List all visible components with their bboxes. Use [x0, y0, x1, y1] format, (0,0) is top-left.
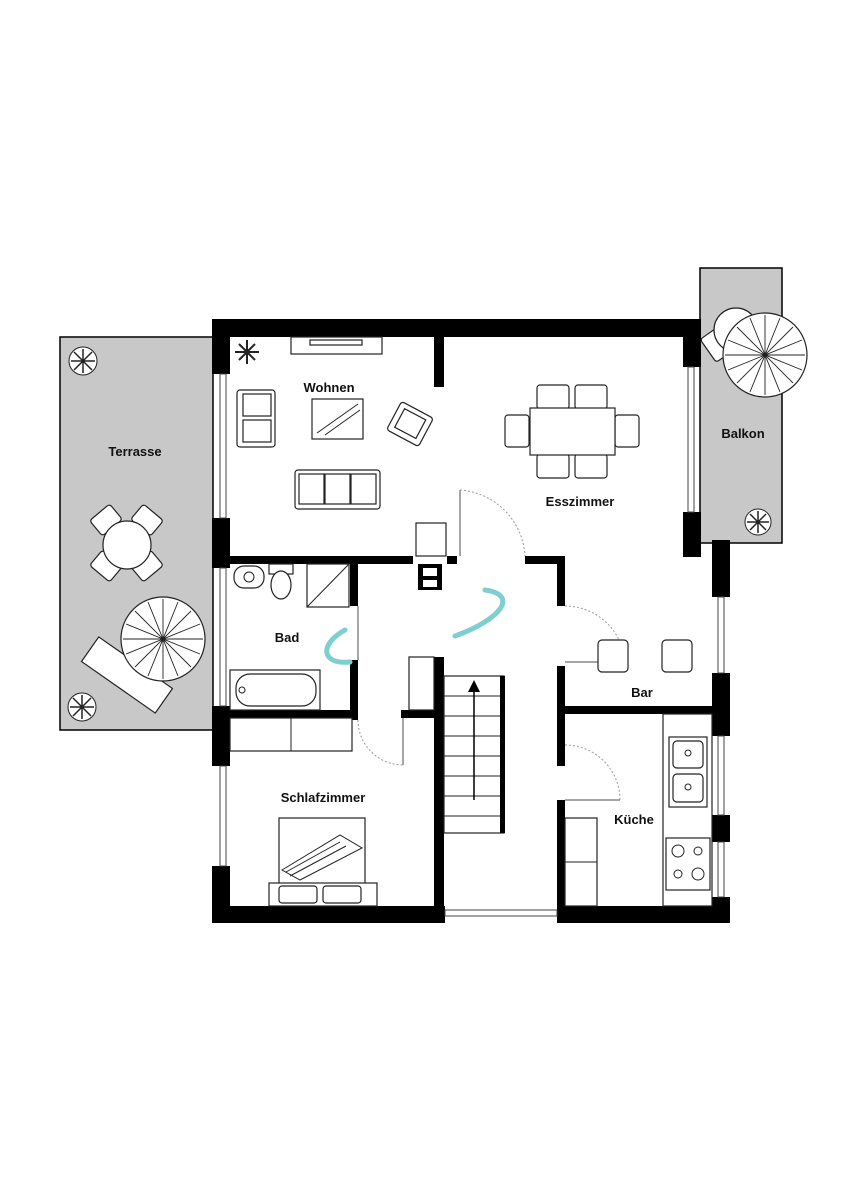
room-label-esszimmer: Esszimmer — [546, 494, 615, 509]
bath-furniture — [229, 563, 350, 711]
toilet-icon — [268, 563, 294, 600]
balcony-furniture — [700, 307, 808, 536]
kitchen-furniture — [564, 713, 713, 907]
plant-icon — [67, 692, 97, 722]
dining-furniture — [504, 384, 640, 479]
bed-icon — [268, 817, 378, 907]
room-label-schlafzimmer: Schlafzimmer — [281, 790, 366, 805]
room-label-wohnen: Wohnen — [303, 380, 354, 395]
sink-icon — [668, 736, 708, 808]
shower-icon — [306, 563, 350, 608]
sofa-icon — [236, 389, 276, 448]
bar-stool-icon — [597, 639, 693, 673]
stair-arrow-icon — [468, 680, 480, 692]
accent-swoosh — [324, 627, 353, 665]
bathtub-icon — [229, 669, 321, 711]
plant-icon — [744, 508, 772, 536]
chimney — [415, 522, 447, 590]
coffee-table — [311, 398, 364, 440]
living-furniture — [235, 336, 433, 510]
room-label-balkon: Balkon — [721, 426, 764, 441]
plant-icon — [235, 340, 259, 364]
room-label-bad: Bad — [275, 630, 300, 645]
windows — [219, 366, 725, 917]
accent-swoosh — [452, 587, 506, 639]
plant-icon — [68, 346, 98, 376]
table-icon — [529, 407, 616, 456]
sofa-icon — [294, 469, 381, 510]
room-label-terrasse: Terrasse — [108, 444, 161, 459]
stove-icon — [665, 837, 711, 891]
table-icon — [90, 504, 163, 582]
wardrobe — [229, 717, 353, 752]
umbrella-icon — [120, 596, 206, 682]
walls — [212, 319, 730, 923]
room-label-kueche: Küche — [614, 812, 654, 827]
staircase — [408, 656, 505, 834]
umbrella-icon — [722, 312, 808, 398]
sink-icon — [233, 565, 265, 589]
room-label-bar: Bar — [631, 685, 653, 700]
chair-icon — [387, 401, 433, 447]
terrace-furniture — [67, 346, 206, 722]
